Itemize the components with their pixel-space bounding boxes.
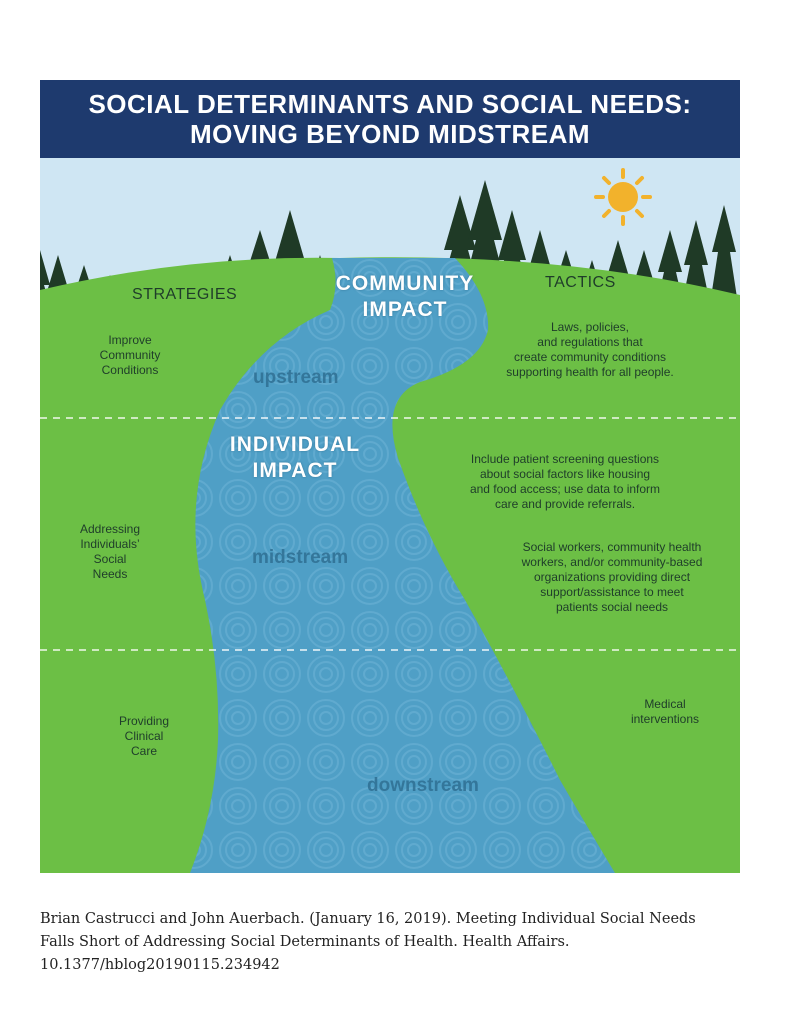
citation-line: Falls Short of Addressing Social Determi… (40, 934, 570, 950)
text-line: Needs (92, 567, 128, 581)
text-line: about social factors like housing (479, 467, 651, 481)
text-line: Improve (108, 333, 152, 347)
text-line: Clinical (124, 729, 164, 743)
title-banner: SOCIAL DETERMINANTS AND SOCIAL NEEDS: MO… (40, 80, 740, 158)
text-line: support/assistance to meet (540, 585, 684, 599)
individual-impact-label: INDIVIDUAL IMPACT (210, 432, 380, 484)
text-line: workers, and/or community-based (521, 555, 703, 569)
text-line: Providing (118, 714, 170, 728)
text-line: and regulations that (537, 335, 643, 349)
community-impact-line-2: IMPACT (362, 298, 448, 321)
text-line: supporting health for all people. (506, 365, 674, 379)
text-line: Care (130, 744, 157, 758)
text-line: Include patient screening questions (470, 452, 660, 466)
text-line: Addressing (79, 522, 141, 536)
infographic: SOCIAL DETERMINANTS AND SOCIAL NEEDS: MO… (40, 80, 740, 873)
sun-icon (594, 168, 652, 226)
midstream-label: midstream (252, 547, 349, 568)
text-line: Individuals’ (80, 537, 140, 551)
text-line: organizations providing direct (533, 570, 691, 584)
text-line: and food access; use data to inform (469, 482, 661, 496)
downstream-label: downstream (367, 775, 479, 796)
tactic-midstream-screening: Include patient screening questions abou… (435, 452, 695, 512)
title-line-2: MOVING BEYOND MIDSTREAM (189, 119, 591, 149)
text-line: Medical (644, 697, 686, 711)
text-line: patients social needs (555, 600, 669, 614)
tactic-downstream: Medical interventions (605, 697, 725, 727)
community-impact-line-1: COMMUNITY (335, 272, 475, 295)
text-line: care and provide referrals. (494, 497, 636, 511)
strategy-downstream: Providing Clinical Care (84, 714, 204, 759)
text-line: Laws, policies, (550, 320, 630, 334)
strategies-heading: STRATEGIES (132, 286, 238, 303)
citation-line: Brian Castrucci and John Auerbach. (Janu… (40, 911, 696, 927)
community-impact-label: COMMUNITY IMPACT (310, 271, 500, 323)
text-line: interventions (630, 712, 700, 726)
river-texture (190, 258, 615, 873)
text-line: Social workers, community health (522, 540, 702, 554)
scene-graphic (40, 158, 740, 873)
strategy-upstream: Improve Community Conditions (70, 333, 190, 378)
citation: Brian Castrucci and John Auerbach. (Janu… (40, 908, 760, 977)
tactic-midstream-support: Social workers, community health workers… (502, 540, 722, 615)
citation-line: 10.1377/hblog20190115.234942 (40, 957, 280, 973)
text-line: create community conditions (513, 350, 667, 364)
text-line: Social (93, 552, 127, 566)
individual-impact-line-1: INDIVIDUAL (229, 433, 361, 456)
title-line-1: SOCIAL DETERMINANTS AND SOCIAL NEEDS: (88, 89, 692, 119)
individual-impact-line-2: IMPACT (252, 459, 338, 482)
tactic-upstream: Laws, policies, and regulations that cre… (470, 320, 710, 380)
upstream-label: upstream (253, 367, 339, 388)
tactics-heading: TACTICS (545, 274, 616, 291)
text-line: Conditions (101, 363, 159, 377)
strategy-midstream: Addressing Individuals’ Social Needs (50, 522, 170, 582)
text-line: Community (99, 348, 161, 362)
